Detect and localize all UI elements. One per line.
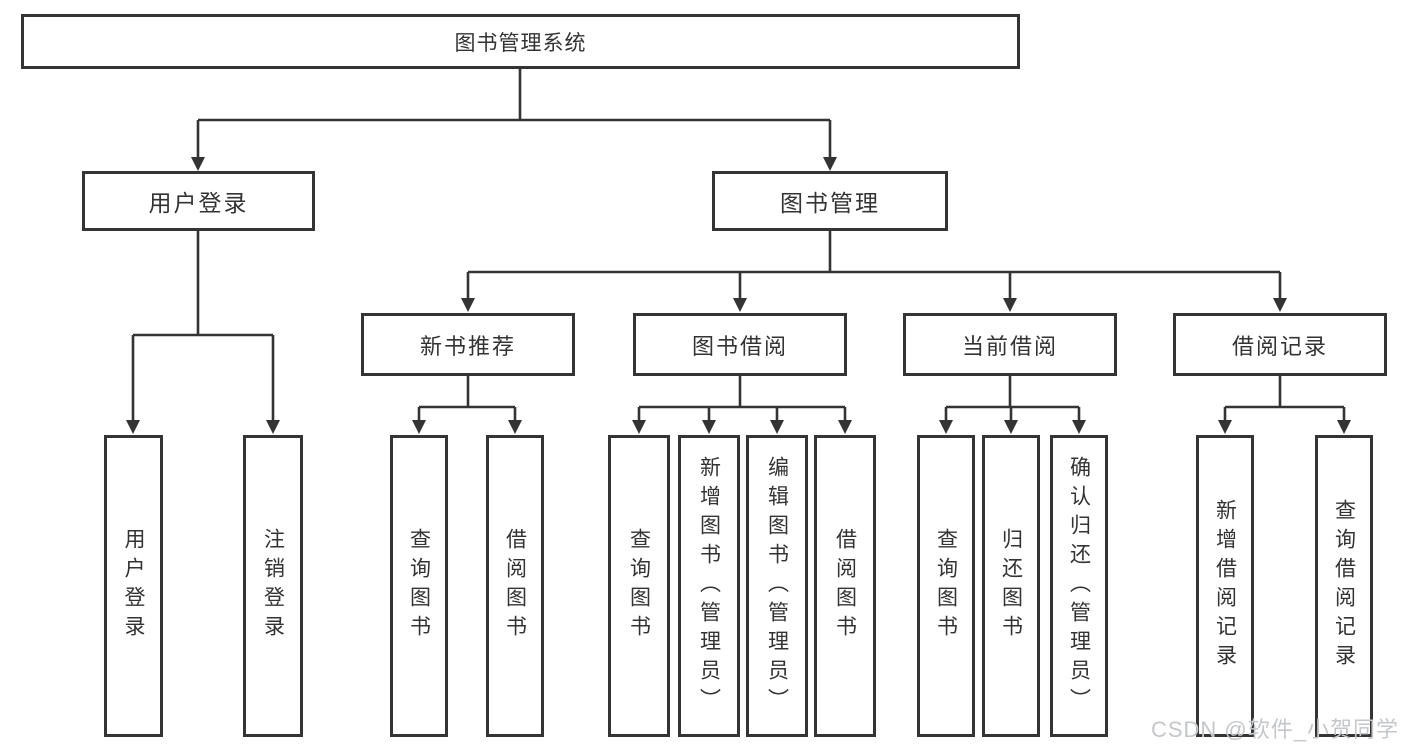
leaf-edit-books-admin-label: 编辑图书（管理员）	[765, 455, 789, 717]
leaf-query-books-1-label: 查询图书	[407, 528, 431, 644]
node-library-system: 图书管理系统	[21, 14, 1020, 69]
csdn-watermark: CSDN @软件_小贺同学	[1150, 717, 1399, 742]
leaf-edit-books-admin: 编辑图书（管理员）	[746, 435, 808, 737]
node-current-borrowing-label: 当前借阅	[961, 333, 1058, 359]
leaf-query-books-3-label: 查询图书	[934, 528, 958, 644]
leaf-borrow-books-1-label: 借阅图书	[503, 528, 527, 644]
node-new-book-recommendation-label: 新书推荐	[419, 333, 516, 359]
leaf-logout-label: 注销登录	[261, 528, 285, 644]
node-book-borrowing: 图书借阅	[633, 313, 847, 376]
leaf-confirm-return-admin: 确认归还（管理员）	[1050, 435, 1108, 737]
leaf-query-borrow-record: 查询借阅记录	[1315, 435, 1373, 737]
leaf-add-borrow-record-label: 新增借阅记录	[1213, 499, 1237, 673]
leaf-borrow-books-2: 借阅图书	[814, 435, 876, 737]
leaf-confirm-return-admin-label: 确认归还（管理员）	[1067, 455, 1091, 717]
leaf-add-books-admin-label: 新增图书（管理员）	[697, 455, 721, 717]
leaf-add-books-admin: 新增图书（管理员）	[678, 435, 740, 737]
leaf-borrow-books-2-label: 借阅图书	[833, 528, 857, 644]
leaf-query-borrow-record-label: 查询借阅记录	[1332, 499, 1356, 673]
leaf-query-books-2: 查询图书	[608, 435, 670, 737]
node-borrowing-records: 借阅记录	[1173, 313, 1387, 376]
node-book-borrowing-label: 图书借阅	[691, 333, 788, 359]
leaf-query-books-3: 查询图书	[917, 435, 975, 737]
leaf-logout: 注销登录	[243, 435, 303, 737]
leaf-return-books: 归还图书	[982, 435, 1040, 737]
node-library-system-label: 图书管理系统	[454, 31, 587, 55]
leaf-user-login: 用户登录	[104, 435, 163, 737]
leaf-add-borrow-record: 新增借阅记录	[1196, 435, 1254, 737]
node-borrowing-records-label: 借阅记录	[1231, 333, 1328, 359]
node-book-management-branch: 图书管理	[712, 171, 948, 231]
leaf-borrow-books-1: 借阅图书	[486, 435, 544, 737]
leaf-return-books-label: 归还图书	[999, 528, 1023, 644]
node-user-login-branch: 用户登录	[82, 171, 315, 231]
node-current-borrowing: 当前借阅	[903, 313, 1117, 376]
node-user-login-branch-label: 用户登录	[148, 190, 249, 216]
leaf-query-books-1: 查询图书	[390, 435, 448, 737]
node-book-management-branch-label: 图书管理	[780, 190, 880, 216]
node-new-book-recommendation: 新书推荐	[361, 313, 575, 376]
leaf-query-books-2-label: 查询图书	[627, 528, 651, 644]
leaf-user-login-label: 用户登录	[122, 528, 145, 644]
